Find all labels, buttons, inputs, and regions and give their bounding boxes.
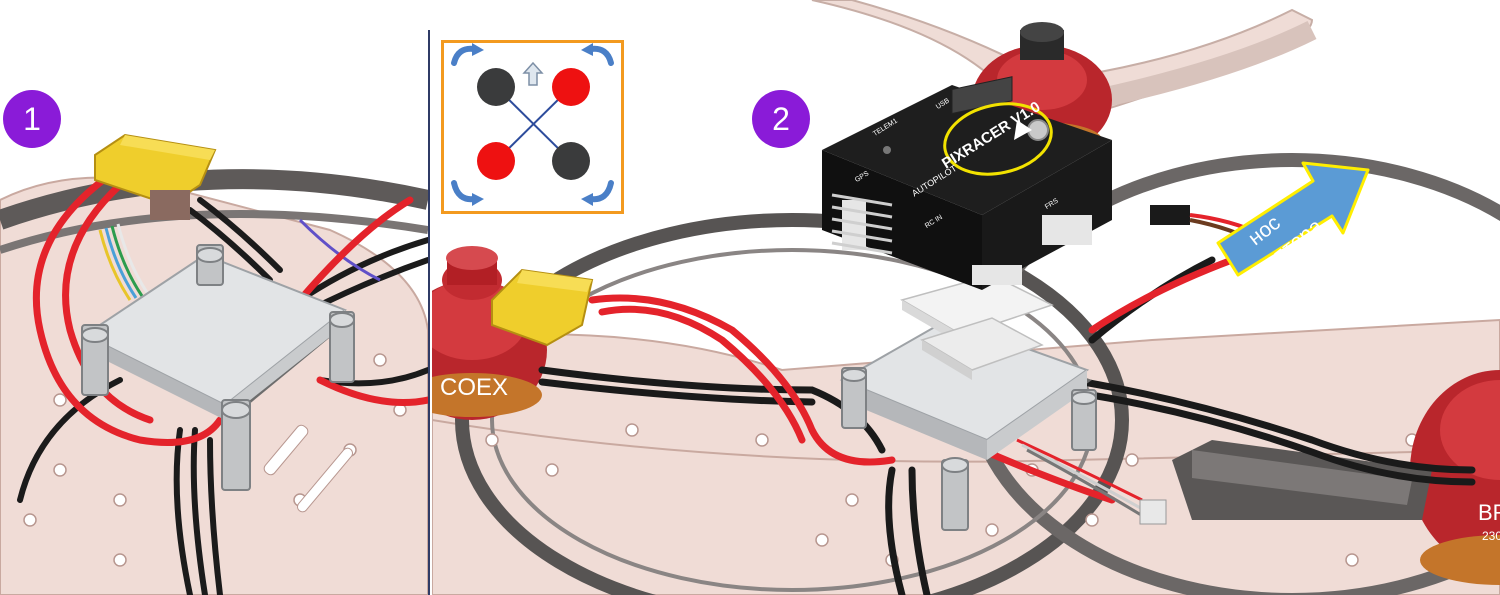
panel-divider — [428, 30, 430, 595]
standoffs — [841, 367, 1097, 531]
nose-direction-arrow — [1216, 161, 1370, 277]
fc-pin-header — [831, 193, 893, 255]
power-wires — [588, 256, 1236, 504]
xt60-connector — [491, 268, 594, 347]
plate-slot — [297, 447, 353, 513]
motor-rear-right — [552, 142, 590, 180]
motor-brand-right: BR — [1478, 500, 1500, 525]
motor-kv-right: 2300 — [1482, 529, 1500, 543]
frame-assembly-step2: COEX BR 2300 — [432, 0, 1500, 595]
fc-forward-arrow — [1014, 120, 1032, 140]
guard-ring — [455, 213, 1129, 595]
rotation-arrows — [451, 45, 614, 203]
jst-connector — [1139, 499, 1167, 525]
signal-wires — [98, 218, 381, 301]
step2-illustration: COEX BR 2300 — [432, 0, 1500, 595]
plate-slot — [263, 424, 309, 476]
standoffs — [81, 244, 355, 491]
step1-illustration — [0, 0, 428, 595]
pixracer-fc — [822, 76, 1112, 290]
rotation-diagram-svg — [451, 43, 614, 206]
signal-wires — [1016, 438, 1147, 520]
orientation-highlight — [943, 102, 1053, 176]
motor-rear-left — [477, 142, 515, 180]
xt60-connector — [94, 133, 217, 220]
power-wires — [32, 171, 428, 446]
foam-pads — [900, 274, 1054, 380]
pdb-board — [83, 253, 347, 420]
frame-assembly-step1 — [0, 133, 428, 595]
fc-side-connectors — [842, 200, 1092, 285]
motor-brand-left: COEX — [440, 374, 508, 401]
step-badge-1: 1 — [3, 90, 61, 148]
step-badge-2: 2 — [752, 90, 810, 148]
motor-front-left — [477, 68, 515, 106]
rotation-arrow-icon — [588, 180, 614, 203]
rotation-arrow-icon — [588, 45, 614, 66]
forward-direction-icon — [522, 61, 544, 86]
rotation-arrow-icon — [451, 45, 477, 66]
pdb-board — [839, 318, 1092, 460]
motor-front-right — [552, 68, 590, 106]
guard-ring — [0, 169, 428, 230]
plate-holes — [23, 353, 407, 567]
esc-right — [1172, 440, 1432, 520]
arrow-icon — [1216, 161, 1370, 277]
motor-rotation-diagram — [441, 40, 624, 214]
rotation-arrow-icon — [451, 180, 477, 203]
